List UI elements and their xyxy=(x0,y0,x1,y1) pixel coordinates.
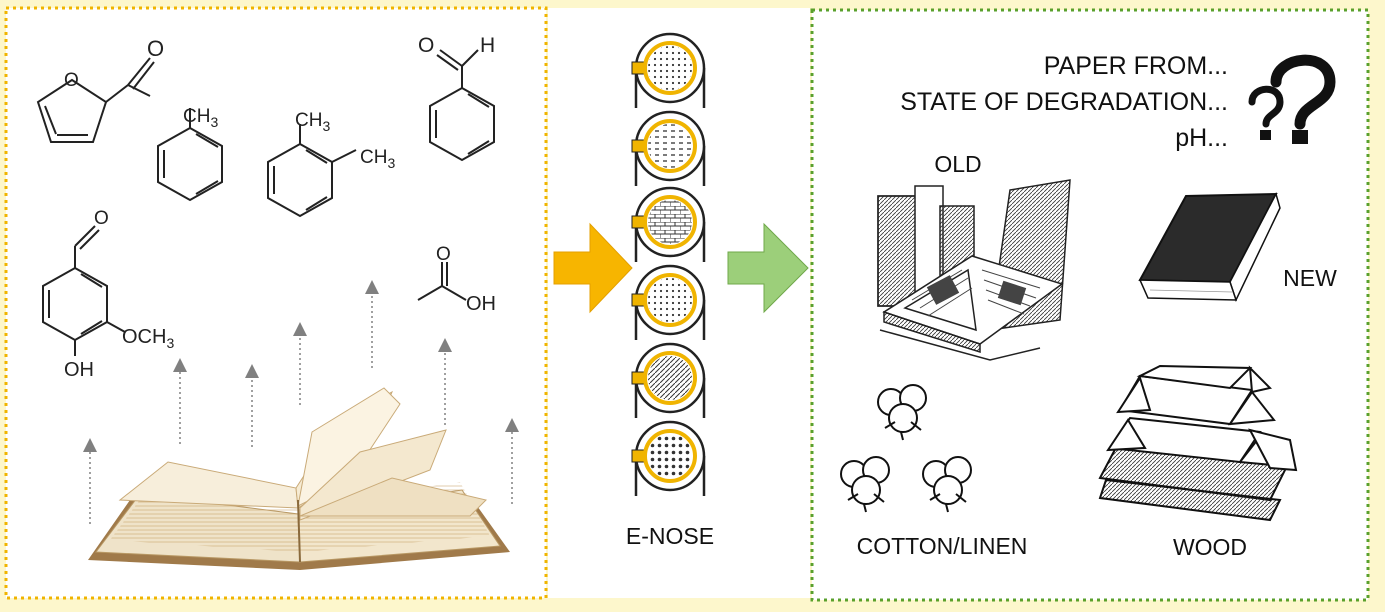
vanillin-hydroxyl: OH xyxy=(64,359,94,381)
question-state-of-degradation: STATE OF DEGRADATION... xyxy=(900,88,1228,116)
cotton-boll-icons xyxy=(840,384,972,513)
xylene-molecule xyxy=(267,124,357,218)
wood-label: WOOD xyxy=(1173,534,1247,560)
cotton-boll-1 xyxy=(877,384,927,441)
acetic-acid-hydroxyl: OH xyxy=(466,293,496,315)
furfural-carbonyl-oxygen: O xyxy=(147,36,164,61)
furfural-ring-oxygen: O xyxy=(64,70,79,91)
new-label: NEW xyxy=(1283,265,1337,291)
vanillin-molecule xyxy=(42,225,126,356)
toluene-molecule xyxy=(157,108,223,202)
old-books-illustration xyxy=(877,179,1071,361)
e-nose-sensor-5 xyxy=(631,342,706,418)
question-marks-icon xyxy=(1248,54,1336,144)
cotton-linen-label: COTTON/LINEN xyxy=(857,533,1028,559)
e-nose-sensor-4 xyxy=(631,264,706,340)
e-nose-sensor-6 xyxy=(631,420,706,496)
e-nose-sensor-2 xyxy=(631,110,706,186)
open-book-illustration xyxy=(88,387,510,570)
acetic-acid-molecule xyxy=(417,262,467,301)
vapor-arrowheads xyxy=(83,280,519,452)
question-paper-from: PAPER FROM... xyxy=(1044,52,1228,80)
old-label: OLD xyxy=(934,151,981,177)
benzaldehyde-hydrogen: H xyxy=(480,34,495,57)
question-ph: pH... xyxy=(1175,124,1228,152)
new-book-illustration xyxy=(1138,191,1281,302)
orange-arrow xyxy=(553,222,633,314)
xylene-methyl-top: CH3 xyxy=(295,110,330,134)
vanillin-methoxy: OCH3 xyxy=(122,326,174,351)
xylene-methyl-right: CH3 xyxy=(360,147,395,171)
vapor-arrows xyxy=(89,296,513,525)
toluene-methyl: CH3 xyxy=(183,106,218,130)
vanillin-carbonyl-oxygen: O xyxy=(94,208,109,229)
e-nose-sensor-3 xyxy=(631,186,706,262)
furfural-molecule xyxy=(36,57,155,143)
benzaldehyde-molecule xyxy=(429,49,495,162)
e-nose-sensor-1 xyxy=(631,32,706,108)
cotton-boll-3 xyxy=(922,456,972,513)
cotton-boll-2 xyxy=(840,456,890,513)
e-nose-sensor-stack xyxy=(631,32,706,496)
wood-logs-illustration xyxy=(1098,364,1298,522)
green-arrow xyxy=(727,222,809,314)
acetic-acid-oxygen: O xyxy=(436,244,451,265)
e-nose-label: E-NOSE xyxy=(626,523,714,549)
benzaldehyde-oxygen: O xyxy=(418,34,434,57)
